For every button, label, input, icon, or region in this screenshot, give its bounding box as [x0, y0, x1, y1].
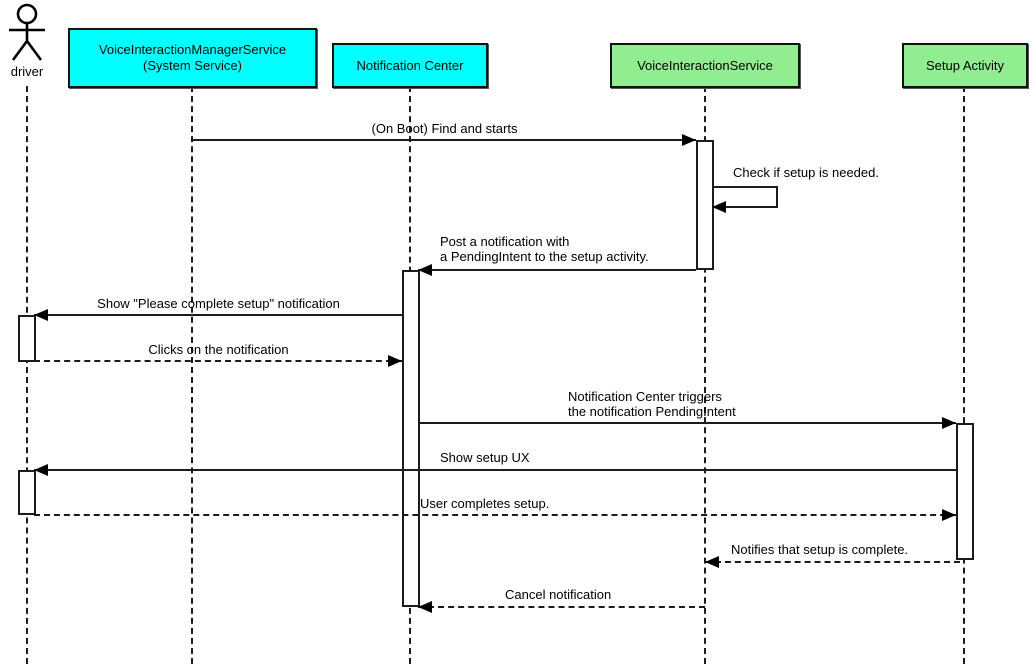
- self-message-line-bottom: [712, 206, 778, 208]
- message-label-check-if-setup-is-needed: Check if setup is needed.: [733, 165, 879, 180]
- lifeline-driver: [26, 86, 28, 664]
- participant-box-voice-interaction-manager-service: VoiceInteractionManagerService (System S…: [68, 28, 317, 88]
- arrowhead-icon: [34, 309, 48, 321]
- message-label-user-completes-setup: User completes setup.: [420, 496, 550, 511]
- message-line: [418, 269, 696, 271]
- message-label-notifies-setup-complete: Notifies that setup is complete.: [731, 542, 909, 557]
- arrowhead-icon: [682, 134, 696, 146]
- arrowhead-icon: [418, 264, 432, 276]
- participant-box-notification-center: Notification Center: [332, 43, 488, 88]
- participant-box-voice-interaction-service: VoiceInteractionService: [610, 43, 800, 88]
- arrowhead-icon: [942, 417, 956, 429]
- participant-label: VoiceInteractionManagerService (System S…: [98, 42, 287, 73]
- participant-label: Setup Activity: [925, 57, 1005, 73]
- message-line: [418, 606, 705, 608]
- activation-driver-1: [18, 315, 36, 362]
- message-line: [34, 469, 956, 471]
- arrowhead-icon: [942, 509, 956, 521]
- message-label-cancel-notification: Cancel notification: [505, 587, 612, 602]
- activation-notification-center: [402, 270, 420, 607]
- self-message-line-right: [776, 186, 778, 207]
- message-label-post-a-notification: Post a notification with a PendingIntent…: [440, 234, 649, 264]
- message-line: [193, 139, 696, 141]
- lifeline-voice-interaction-service: [704, 86, 706, 664]
- actor-icon: [9, 3, 45, 61]
- lifeline-setup-activity: [963, 86, 965, 664]
- arrowhead-icon: [712, 201, 726, 213]
- arrowhead-icon: [418, 601, 432, 613]
- activation-setup-activity: [956, 423, 974, 560]
- arrowhead-icon: [388, 355, 402, 367]
- lifeline-voice-interaction-manager-service: [191, 86, 193, 664]
- participant-label: Notification Center: [356, 57, 464, 73]
- arrowhead-icon: [34, 464, 48, 476]
- participant-box-setup-activity: Setup Activity: [902, 43, 1028, 88]
- message-label-on-boot-find-and-starts: (On Boot) Find and starts: [371, 121, 518, 136]
- message-label-show-setup-ux: Show setup UX: [440, 450, 530, 465]
- message-label-notification-center-triggers: Notification Center triggers the notific…: [568, 389, 736, 419]
- message-label-clicks-on-the-notification: Clicks on the notification: [148, 342, 289, 357]
- message-line: [418, 422, 956, 424]
- participant-label: VoiceInteractionService: [637, 57, 773, 73]
- message-line: [34, 514, 956, 516]
- message-label-show-please-complete-setup: Show "Please complete setup" notificatio…: [97, 296, 340, 311]
- self-message-line-top: [712, 186, 778, 188]
- arrowhead-icon: [705, 556, 719, 568]
- participant-driver: driver: [4, 3, 50, 79]
- message-line: [34, 314, 402, 316]
- participant-label-driver: driver: [10, 64, 44, 79]
- activation-driver-2: [18, 470, 36, 515]
- message-line: [34, 360, 402, 362]
- message-line: [705, 561, 960, 563]
